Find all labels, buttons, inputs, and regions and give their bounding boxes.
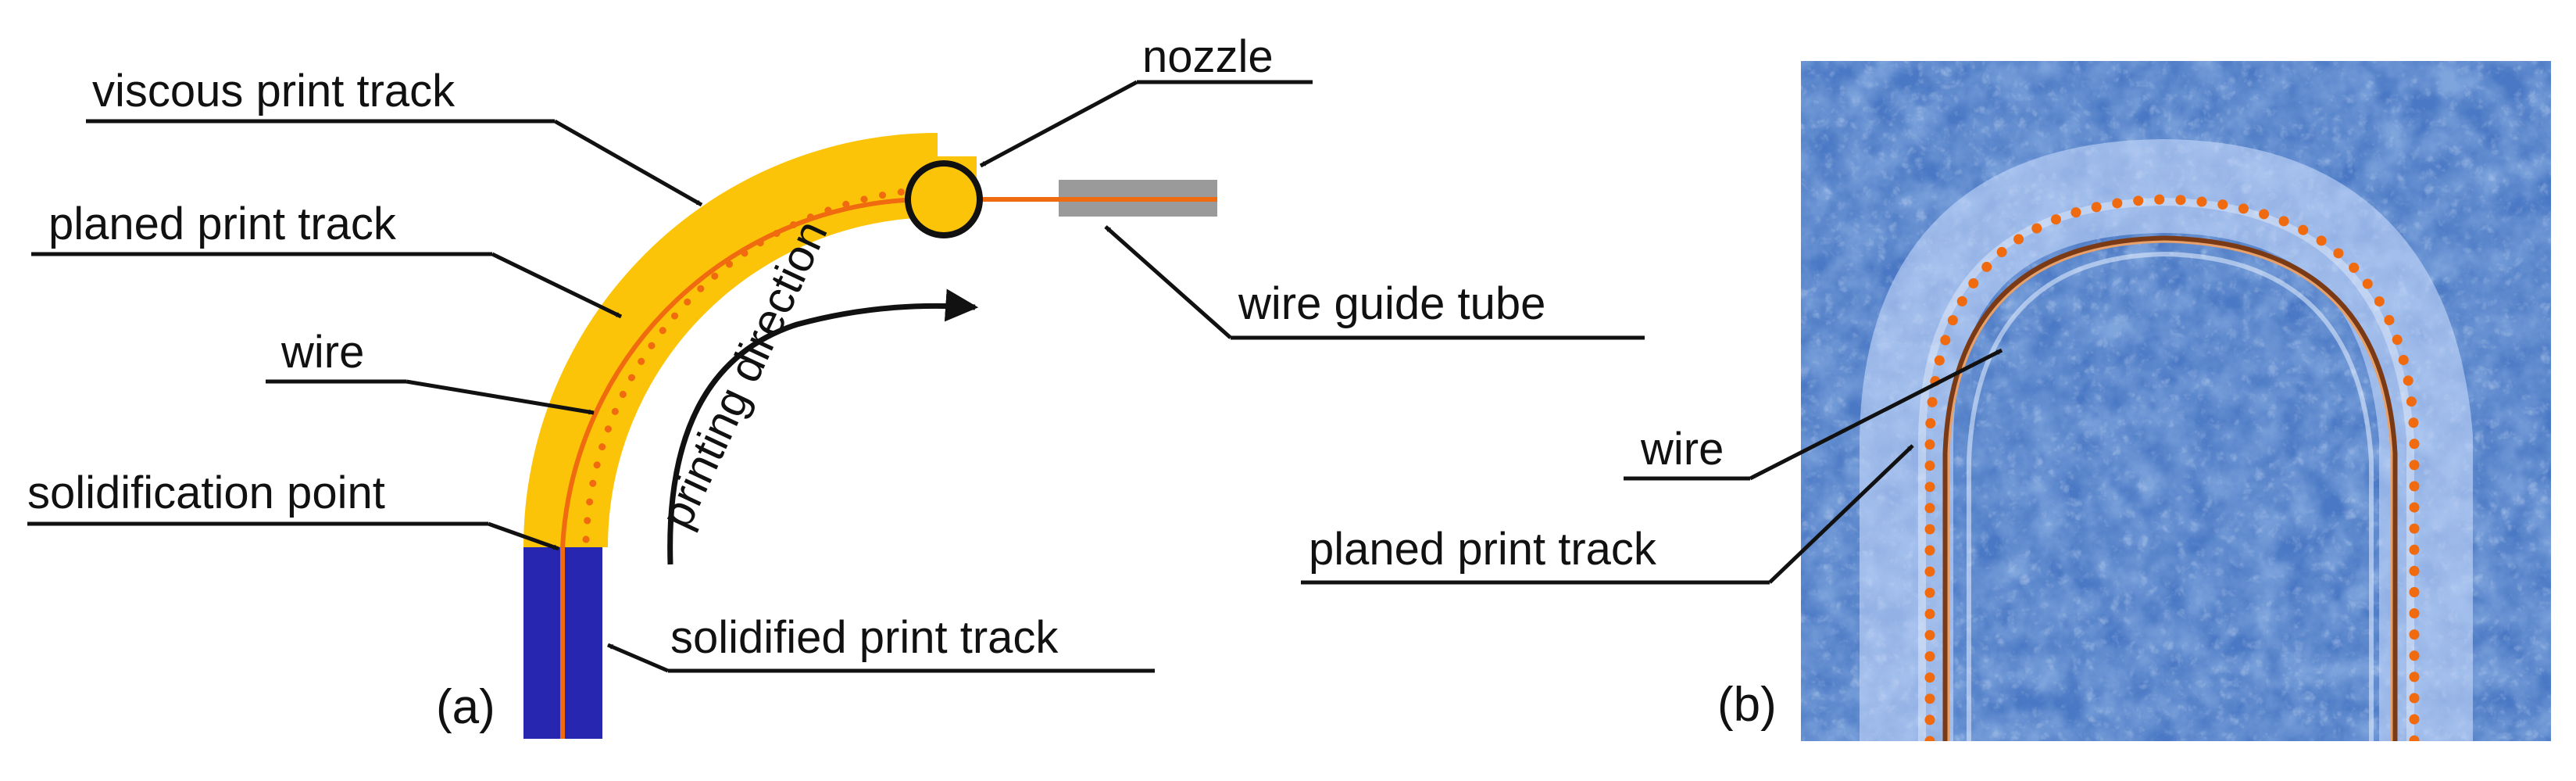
nozzle: [905, 160, 983, 238]
panel-a: printing direction viscous print track n…: [27, 31, 1645, 739]
planed-print-track-dots: [582, 188, 909, 543]
guide-tube-leader: [1104, 225, 1232, 339]
viscous-track-leader: [553, 119, 703, 207]
solidified-leader: [607, 643, 669, 673]
nozzle-leader: [979, 80, 1138, 168]
viscous-track-label: viscous print track: [92, 66, 456, 116]
guide-tube-label: wire guide tube: [1238, 278, 1545, 329]
panel-a-label: (a): [436, 680, 495, 734]
photo-planed-track-dots: [1924, 194, 2420, 741]
photo-planed-label: planed print track: [1309, 524, 1657, 575]
printed-u-track-highlight: [1918, 197, 2414, 741]
nozzle-label: nozzle: [1142, 31, 1274, 82]
printed-u-inner-edge: [1967, 251, 2374, 741]
photo-wire-leader: [1749, 348, 2003, 481]
panel-b-label: (b): [1717, 678, 1777, 732]
viscous-print-track: [523, 133, 938, 547]
solidification-label: solidification point: [27, 468, 385, 518]
wire-label: wire: [280, 327, 364, 378]
photo-wire-label: wire: [1640, 424, 1724, 475]
photo-planed-leader: [1768, 444, 1914, 584]
planed-track-leader: [491, 252, 623, 319]
wire: [560, 196, 1217, 739]
printed-u-track: [1860, 138, 2473, 741]
photo: [1801, 61, 2551, 741]
solidification-leader: [488, 521, 559, 551]
photo-wire-shine: [1947, 240, 2393, 741]
panel-b: wire planed print track (b): [1301, 61, 2551, 741]
solidified-label: solidified print track: [670, 612, 1059, 663]
printing-direction-arrow: [667, 288, 979, 565]
planed-track-label: planed print track: [48, 199, 397, 249]
wire-leader: [406, 379, 595, 415]
photo-wire: [1942, 235, 2398, 741]
